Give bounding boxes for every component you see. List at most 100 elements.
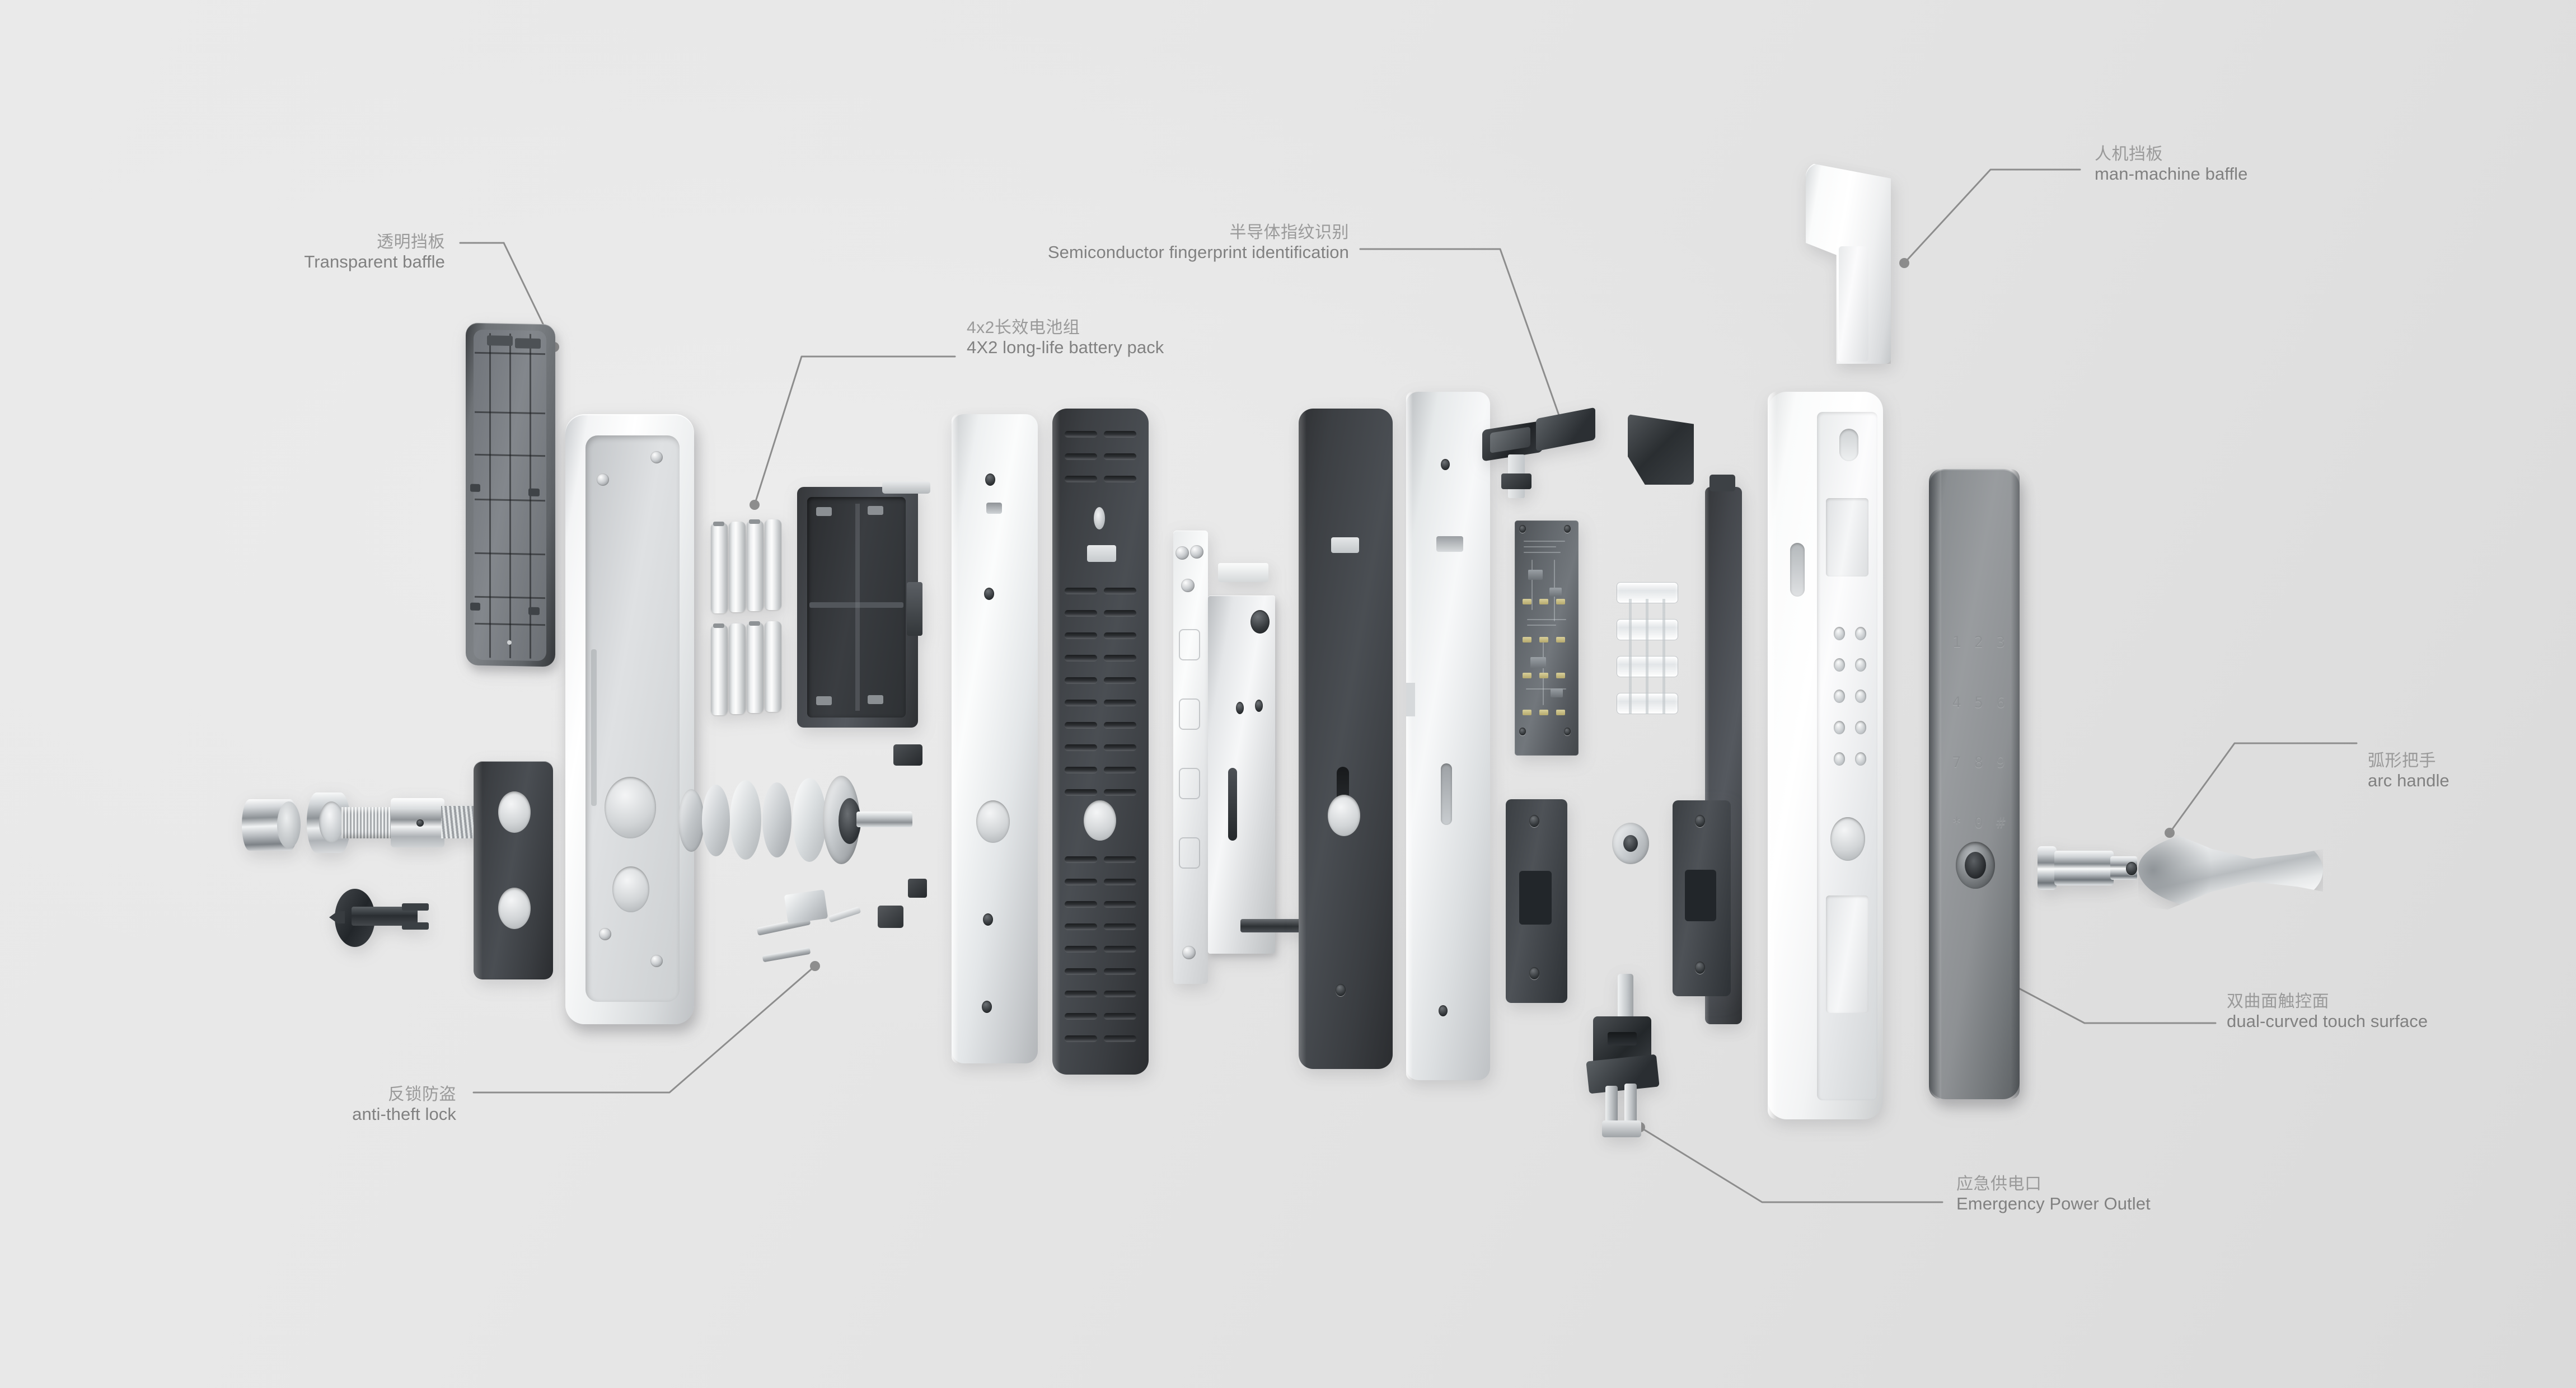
vent-slot — [1104, 453, 1136, 459]
vent-slot — [1065, 588, 1097, 594]
leader-man-machine — [1903, 168, 2081, 264]
front-white-housing-edge — [1768, 392, 1777, 1119]
callout-man-machine-baffle: 人机挡板 man-machine baffle — [2095, 144, 2248, 185]
handle-spindle — [2038, 845, 2149, 891]
key-7[interactable]: 7 — [1952, 754, 1961, 772]
vent-slot — [1104, 632, 1136, 639]
leader-dot-man-machine — [1899, 258, 1909, 268]
pcb-mount-hole-bl — [1519, 728, 1526, 735]
callout-emergency-power-outlet: 应急供电口 Emergency Power Outlet — [1956, 1174, 2151, 1214]
led-post-3 — [1662, 599, 1665, 714]
leader-touch-surface — [2007, 982, 2217, 1024]
pcb-mount-hole-br — [1564, 728, 1571, 735]
key-star[interactable]: * — [1952, 814, 1961, 832]
mortise-mark-2 — [1179, 698, 1200, 730]
callout-dual-curved-touch-surface-cn: 双曲面触控面 — [2227, 992, 2329, 1011]
callout-battery-pack-cn: 4x2长效电池组 — [967, 318, 1080, 337]
front-alu-plate-window — [1436, 536, 1463, 552]
front-alu-plate-hole-t — [1441, 459, 1450, 470]
key-9[interactable]: 9 — [1996, 754, 2006, 772]
mortise-mark-4 — [1179, 837, 1200, 869]
pcb-pad-r4c3 — [1556, 710, 1565, 715]
mortise-case — [1208, 595, 1275, 954]
vent-slot — [1065, 789, 1097, 795]
vent-slot — [1104, 856, 1136, 862]
vent-slot — [1065, 991, 1097, 997]
washer-3 — [730, 780, 761, 860]
front-white-housing-keyhole — [1839, 429, 1858, 461]
key-5[interactable]: 5 — [1974, 693, 1984, 711]
vent-slot — [1065, 431, 1097, 437]
perforation-hole — [1834, 721, 1845, 734]
vent-panel — [1052, 409, 1149, 1075]
main-pcb — [1515, 520, 1579, 756]
front-dark-panel-window — [1331, 537, 1359, 553]
key-3[interactable]: 3 — [1996, 634, 2006, 651]
vent-slot — [1065, 856, 1097, 862]
thumb-turn — [329, 889, 435, 947]
escutcheon-bevel — [474, 761, 483, 979]
emergency-outlet-pin-b — [1624, 1084, 1637, 1128]
baffle-clip-1 — [487, 335, 513, 346]
led-post-1 — [1629, 599, 1632, 714]
key-0[interactable]: 0 — [1974, 814, 1984, 832]
handle-spindle-barrel — [2054, 851, 2114, 885]
vent-slot — [1065, 610, 1097, 616]
cylinder-cap-face — [277, 801, 301, 848]
callout-man-machine-baffle-en: man-machine baffle — [2095, 164, 2248, 184]
mortise-faceplate-screw-1 — [1175, 546, 1189, 560]
vent-slot — [1065, 453, 1097, 459]
washer-1 — [678, 789, 704, 852]
vent-panel-lens — [1094, 507, 1105, 529]
emergency-outlet-bracket — [1586, 1054, 1660, 1094]
front-white-housing-spindle — [1830, 817, 1865, 861]
key-2[interactable]: 2 — [1974, 634, 1984, 651]
keypad-digits[interactable]: 1 2 3 4 5 6 7 8 9 * 0 # — [1946, 612, 2012, 853]
battery-pack — [710, 519, 788, 723]
front-alu-plate-edge — [1406, 392, 1413, 1080]
key-8[interactable]: 8 — [1974, 754, 1984, 772]
leader-emergency — [1639, 1126, 1943, 1203]
vent-slot — [1065, 879, 1097, 885]
baffle-rib-v1 — [489, 333, 491, 658]
vent-slot — [1065, 1035, 1097, 1042]
keypad-right-bevel — [2011, 469, 2020, 1099]
rear-backplate-hole-2 — [984, 588, 994, 600]
vent-slot — [1104, 610, 1136, 616]
front-alu-plate — [1406, 392, 1490, 1080]
leader-dot-anti-theft — [810, 961, 820, 971]
vent-slot — [1104, 789, 1136, 795]
rear-housing-bore-top — [605, 777, 656, 838]
rear-backplate-hole-3 — [983, 913, 993, 926]
callout-battery-pack: 4x2长效电池组 4X2 long-life battery pack — [967, 318, 1164, 358]
perforation-hole — [1834, 627, 1845, 640]
mortise-mark-1 — [1179, 629, 1200, 660]
rear-backplate-edge — [952, 414, 958, 1063]
thumb-turn-fork-a — [402, 903, 429, 911]
front-white-housing-perf — [1826, 621, 1871, 778]
leader-arc-handle — [2168, 742, 2358, 834]
man-machine-baffle — [1806, 162, 1891, 364]
emergency-outlet-nut — [1602, 1120, 1641, 1137]
perforation-hole — [1855, 752, 1866, 766]
emergency-outlet-post — [1618, 974, 1633, 1023]
rear-backplate-slot — [986, 503, 1002, 514]
bracket-ring-washer-bore — [1623, 835, 1638, 852]
key-1[interactable]: 1 — [1952, 634, 1961, 651]
mount-bracket-right-hole-t — [1695, 815, 1705, 827]
handle-spindle-flange — [2038, 846, 2057, 890]
front-dark-panel — [1299, 409, 1393, 1069]
key-hash[interactable]: # — [1996, 814, 2006, 832]
mortise-top-arm — [1218, 563, 1268, 582]
key-6[interactable]: 6 — [1996, 693, 2006, 711]
perforation-hole — [1855, 658, 1866, 672]
key-4[interactable]: 4 — [1952, 693, 1961, 711]
perforation-hole — [1834, 658, 1845, 672]
vent-slot — [1104, 968, 1136, 974]
pcb-trace-v3 — [1543, 638, 1544, 705]
vent-slot — [1065, 744, 1097, 751]
front-alu-plate-notch — [1406, 683, 1415, 716]
callout-transparent-baffle-cn: 透明挡板 — [377, 233, 445, 251]
cylinder-set-screw — [416, 819, 424, 827]
